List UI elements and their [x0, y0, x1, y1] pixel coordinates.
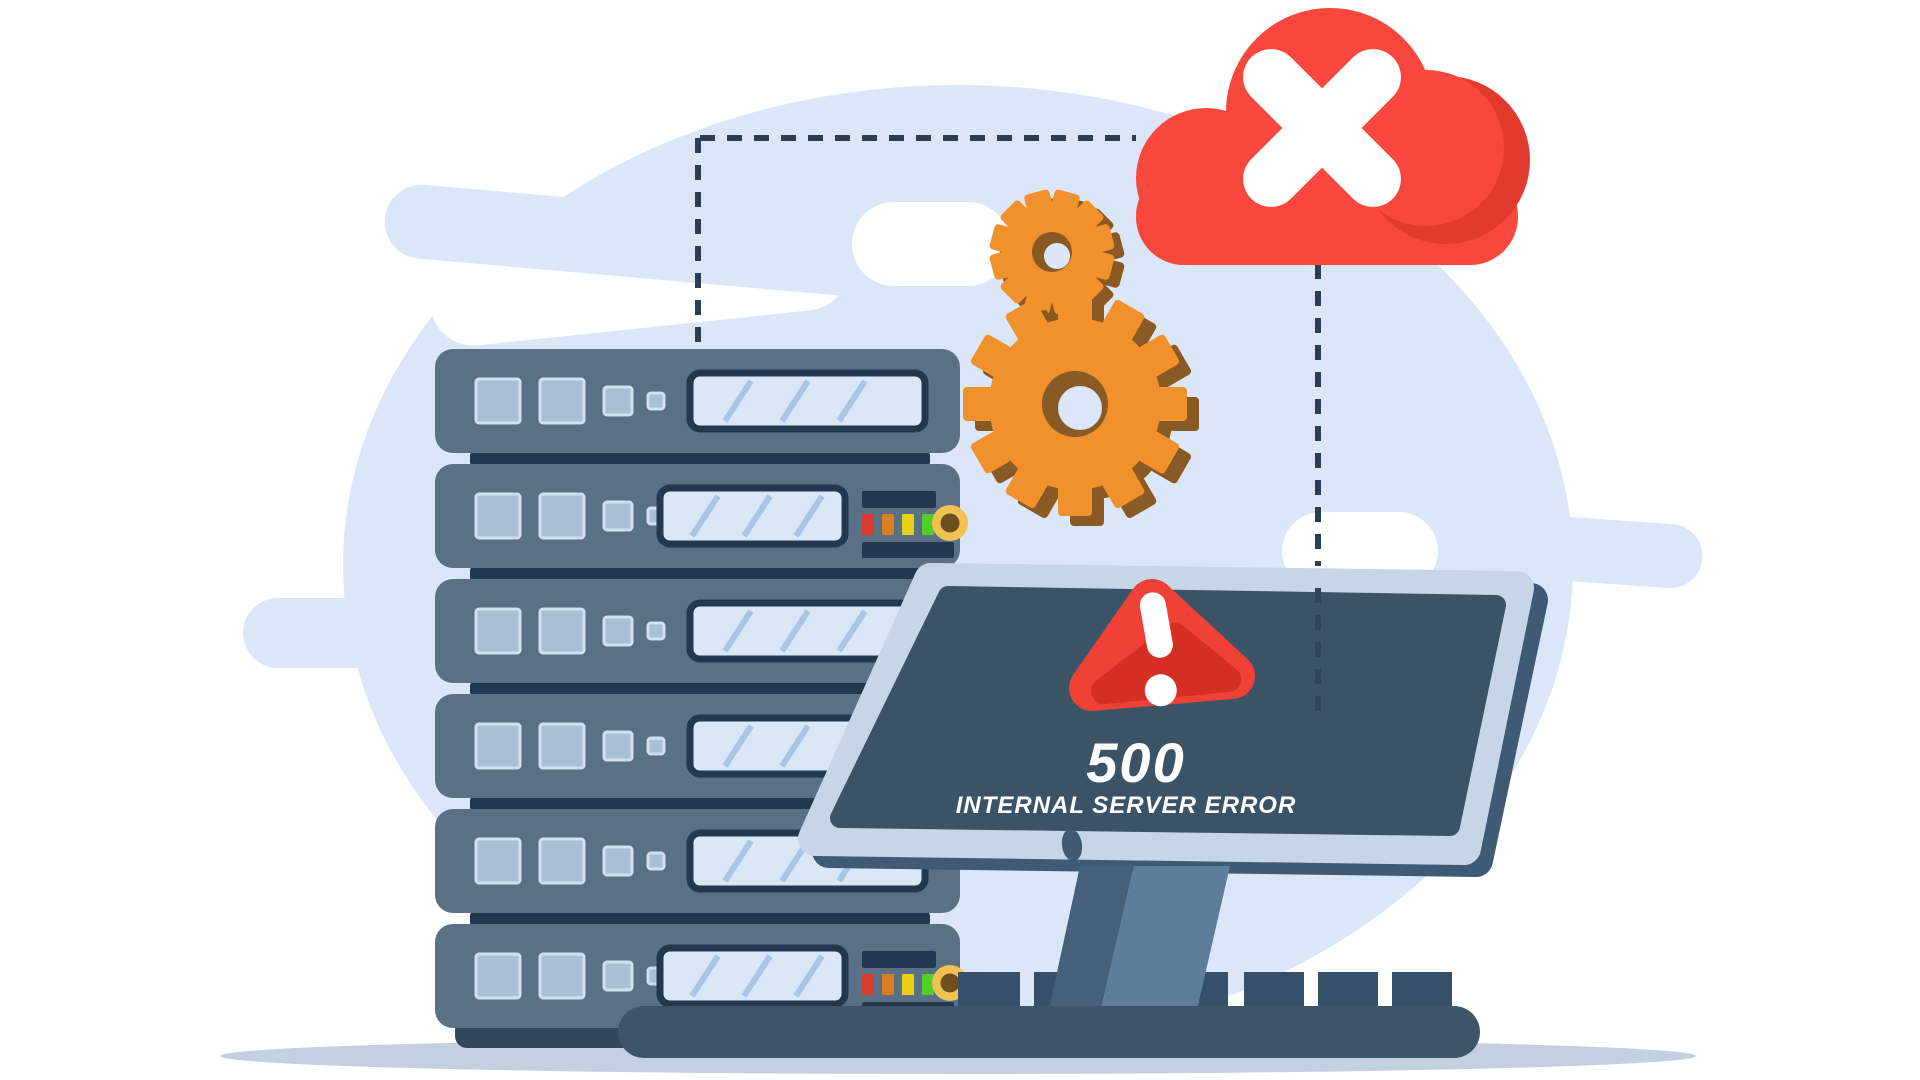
- warning-triangle-icon: [1069, 579, 1255, 711]
- server-unit: [435, 579, 960, 683]
- server-unit: [435, 349, 960, 453]
- rack-connectors: [470, 450, 930, 928]
- x-mark-icon: [1243, 49, 1401, 207]
- cloud-error-icon: [1136, 8, 1530, 265]
- connector-dashed-lines: [695, 135, 1321, 566]
- monitor-screen: 500 INTERNAL SERVER ERROR: [798, 563, 1548, 877]
- monitor-stand: [1048, 866, 1230, 1014]
- keyboard: [618, 1006, 1480, 1058]
- monitor-display: [830, 586, 1506, 836]
- gear-icon-large: [963, 292, 1199, 526]
- background-stripe-top: [384, 184, 973, 304]
- server-unit: [435, 924, 968, 1028]
- exclamation-mark: [1139, 592, 1177, 707]
- error-code: 500: [1086, 731, 1185, 794]
- cloud-cutout: [852, 202, 1010, 286]
- server-unit: [435, 464, 968, 568]
- error-message: INTERNAL SERVER ERROR: [956, 792, 1297, 819]
- monitor-camera-dot: [1061, 829, 1083, 861]
